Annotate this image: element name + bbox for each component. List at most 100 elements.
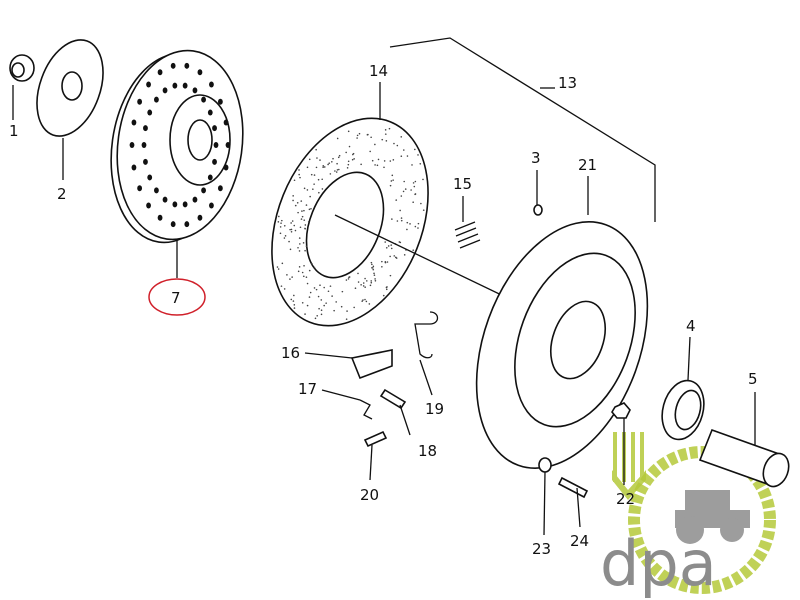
- facing-speckle: [280, 222, 282, 224]
- facing-speckle: [290, 298, 293, 301]
- facing-speckle: [362, 282, 365, 284]
- disc-hole: [197, 214, 203, 221]
- facing-speckle: [362, 285, 365, 287]
- facing-speckle: [303, 187, 306, 190]
- facing-speckle: [372, 265, 375, 268]
- facing-speckle: [413, 185, 416, 188]
- facing-speckle: [302, 275, 305, 278]
- part-2-plate: [36, 39, 104, 137]
- part-20-pin: [363, 430, 388, 448]
- facing-speckle: [364, 298, 366, 301]
- disc-hole: [131, 164, 137, 171]
- disc-hole: [147, 109, 153, 116]
- disc-hole: [170, 62, 176, 69]
- facing-speckle: [277, 268, 280, 270]
- facing-speckle: [357, 281, 360, 283]
- disc-hole: [209, 81, 214, 88]
- facing-speckle: [319, 159, 321, 161]
- facing-speckle: [279, 226, 282, 228]
- facing-speckle: [409, 223, 411, 225]
- facing-speckle: [276, 266, 279, 268]
- part-labels: 1 2 7 14 13 3 21 15 16 17 19 18 20 4 5 2…: [9, 62, 758, 558]
- facing-speckle: [386, 261, 389, 263]
- facing-speckle: [369, 284, 372, 287]
- facing-speckle: [289, 248, 292, 251]
- facing-speckle: [365, 280, 368, 282]
- facing-speckle: [294, 204, 297, 207]
- facing-speckle: [292, 300, 295, 302]
- facing-speckle: [381, 260, 383, 263]
- facing-speckle: [292, 195, 294, 197]
- facing-speckle: [335, 171, 338, 173]
- facing-speckle: [384, 133, 387, 135]
- facing-speckle: [293, 179, 296, 182]
- facing-speckle: [370, 281, 373, 284]
- facing-speckle: [353, 158, 355, 160]
- disc-hole: [172, 82, 178, 89]
- facing-speckle: [337, 156, 340, 159]
- facing-speckle: [385, 288, 388, 291]
- facing-speckle: [319, 284, 321, 287]
- facing-speckle: [283, 237, 286, 239]
- facing-speckle: [348, 276, 350, 279]
- facing-speckle: [341, 290, 344, 293]
- facing-speckle: [417, 154, 419, 156]
- facing-speckle: [297, 270, 300, 273]
- facing-speckle: [406, 155, 409, 157]
- facing-speckle: [346, 167, 349, 169]
- facing-speckle: [414, 148, 416, 151]
- facing-speckle: [280, 285, 283, 287]
- part-3-pin: [533, 204, 543, 216]
- disc-hole: [157, 214, 163, 221]
- facing-speckle: [374, 164, 376, 166]
- facing-speckle: [304, 313, 306, 315]
- facing-speckle: [302, 242, 305, 244]
- facing-speckle: [306, 166, 309, 169]
- disc-hole: [157, 69, 163, 76]
- part-4-release-bearing: [661, 379, 705, 441]
- tractor-icon: [675, 490, 750, 544]
- part-19-clip: [414, 311, 439, 359]
- disc-hole: [182, 201, 188, 208]
- label-5: 5: [748, 370, 758, 388]
- disc-hole: [201, 96, 206, 103]
- facing-speckle: [298, 173, 300, 176]
- facing-speckle: [371, 263, 373, 266]
- disc-hole: [143, 158, 148, 165]
- part-23-washer: [538, 457, 552, 473]
- facing-speckle: [414, 225, 417, 228]
- disc-hole: [207, 109, 213, 116]
- facing-speckle: [389, 255, 391, 258]
- facing-speckle: [313, 183, 315, 185]
- part-21-pressure-plate: [475, 220, 649, 470]
- disc-hole: [146, 81, 151, 88]
- facing-speckle: [362, 299, 364, 301]
- facing-speckle: [298, 169, 300, 171]
- facing-speckle: [372, 268, 375, 271]
- facing-speckle: [301, 301, 304, 304]
- facing-speckle: [357, 272, 359, 275]
- facing-speckle: [320, 309, 323, 311]
- label-15: 15: [453, 175, 472, 193]
- facing-speckle: [381, 138, 384, 141]
- label-24: 24: [570, 532, 589, 550]
- facing-speckle: [306, 189, 309, 191]
- facing-speckle: [383, 166, 385, 169]
- facing-speckle: [420, 202, 422, 205]
- facing-speckle: [351, 158, 354, 161]
- facing-speckle: [317, 295, 320, 298]
- facing-speckle: [422, 178, 424, 181]
- facing-speckle: [406, 228, 408, 231]
- disc-hole: [162, 196, 168, 203]
- part-18-bolt: [379, 388, 407, 410]
- facing-speckle: [374, 279, 377, 282]
- disc-hole: [172, 201, 178, 208]
- part-15-spring: [454, 221, 481, 249]
- disc-hole: [146, 202, 151, 209]
- facing-speckle: [371, 159, 374, 162]
- facing-speckle: [338, 154, 341, 157]
- label-22: 22: [616, 490, 635, 508]
- facing-speckle: [370, 280, 373, 282]
- facing-speckle: [370, 261, 373, 264]
